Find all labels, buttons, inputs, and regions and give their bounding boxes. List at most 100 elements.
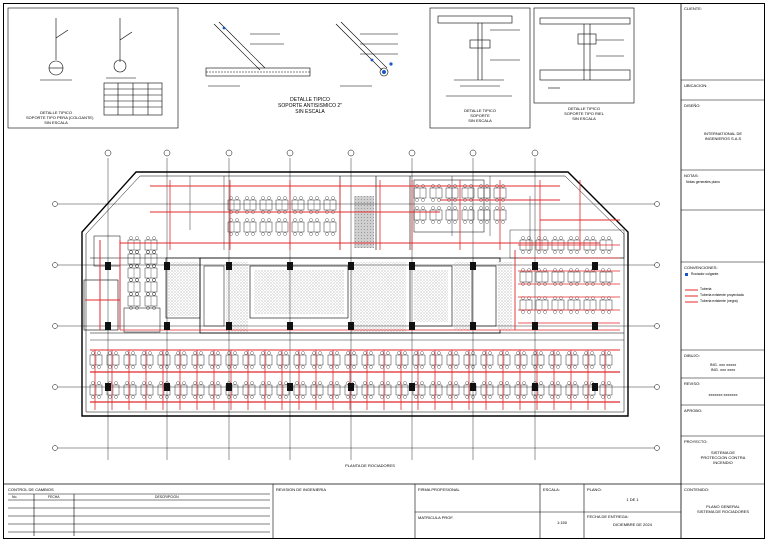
- chair: [539, 351, 543, 355]
- chair: [114, 365, 118, 369]
- chair: [591, 296, 595, 300]
- chair: [245, 232, 249, 236]
- grid-bubble: [52, 262, 58, 268]
- detail-1-caption-scale: SIN ESCALA: [44, 120, 68, 125]
- chair: [251, 196, 255, 200]
- chair: [469, 220, 473, 224]
- chair: [454, 381, 458, 385]
- detail-2-drawing: [205, 21, 398, 87]
- chair: [227, 351, 231, 355]
- column-block: [105, 262, 111, 270]
- chair: [142, 381, 146, 385]
- chair: [142, 365, 146, 369]
- chair: [601, 381, 605, 385]
- chair: [131, 395, 135, 399]
- chair: [465, 381, 469, 385]
- chair: [369, 365, 373, 369]
- chair: [420, 381, 424, 385]
- chair: [567, 395, 571, 399]
- chair: [142, 395, 146, 399]
- chair: [363, 395, 367, 399]
- column-grid-lines: [52, 149, 660, 460]
- content-value-line-1: PLANO GENERAL: [706, 504, 740, 509]
- chair: [227, 395, 231, 399]
- chair: [146, 306, 150, 310]
- chair: [369, 351, 373, 355]
- chair: [129, 264, 133, 268]
- chair: [146, 236, 150, 240]
- rev-header-date: FECHA: [48, 495, 60, 499]
- chair: [537, 236, 541, 240]
- chair: [453, 206, 457, 210]
- delivery-date-value: DICIEMBRE DE 2024: [613, 522, 652, 527]
- chair: [421, 198, 425, 202]
- drew-value: ING. xxx xxxxx ING. xxx xxxx: [683, 362, 763, 372]
- detail-4-drawing: [539, 17, 631, 89]
- client-label: CLIENTE:: [684, 6, 703, 11]
- chair: [431, 395, 435, 399]
- chair: [505, 351, 509, 355]
- chair: [415, 220, 419, 224]
- chair: [312, 395, 316, 399]
- chair: [601, 236, 605, 240]
- revisions-label: CONTROL DE CAMBIOS: [8, 487, 54, 492]
- chair: [97, 395, 101, 399]
- chair: [591, 236, 595, 240]
- chair: [585, 250, 589, 254]
- chair: [267, 196, 271, 200]
- chair: [318, 381, 322, 385]
- chair: [607, 381, 611, 385]
- title-block-rules: [681, 79, 764, 485]
- building-outline: [81, 171, 629, 417]
- chair: [261, 395, 265, 399]
- workstation-furniture: [89, 184, 613, 399]
- chair: [585, 296, 589, 300]
- chair: [210, 395, 214, 399]
- rev-header-no: No.: [12, 495, 18, 499]
- chair: [199, 351, 203, 355]
- chair: [521, 310, 525, 314]
- chair: [299, 196, 303, 200]
- chair: [244, 395, 248, 399]
- chair: [114, 351, 118, 355]
- chair: [295, 381, 299, 385]
- chair: [250, 395, 254, 399]
- chair: [114, 395, 118, 399]
- chair: [301, 365, 305, 369]
- chair: [601, 296, 605, 300]
- chair: [397, 365, 401, 369]
- chair: [233, 395, 237, 399]
- detail-4-caption-scale: SIN ESCALA: [572, 116, 596, 121]
- chair: [553, 310, 557, 314]
- project-value-line-1: SISTEMA DE: [710, 450, 735, 455]
- detail-3-caption-scale: SIN ESCALA: [468, 118, 492, 123]
- chair: [420, 395, 424, 399]
- chair: [539, 365, 543, 369]
- chair: [199, 395, 203, 399]
- bottom-strip-rules: [8, 484, 681, 538]
- chair: [556, 381, 560, 385]
- chair: [397, 351, 401, 355]
- chair: [543, 268, 547, 272]
- chair: [537, 296, 541, 300]
- chair: [527, 268, 531, 272]
- sign-label: FIRMA PROFESIONAL: [418, 487, 460, 492]
- chair: [567, 351, 571, 355]
- chair: [397, 395, 401, 399]
- chair: [559, 268, 563, 272]
- chair: [335, 365, 339, 369]
- chair: [309, 218, 313, 222]
- chair: [607, 268, 611, 272]
- chair: [125, 365, 129, 369]
- chair: [261, 232, 265, 236]
- chair: [575, 296, 579, 300]
- chair: [431, 351, 435, 355]
- chair: [216, 395, 220, 399]
- chair: [278, 381, 282, 385]
- chair: [590, 395, 594, 399]
- scale-label: ESCALA:: [543, 487, 560, 492]
- plan-caption: PLANTA DE ROCIADORES: [345, 463, 395, 468]
- review-value: xxxxxxx xxxxxxx: [708, 392, 738, 397]
- project-value-line-2: PROTECCION CONTRA: [700, 455, 746, 460]
